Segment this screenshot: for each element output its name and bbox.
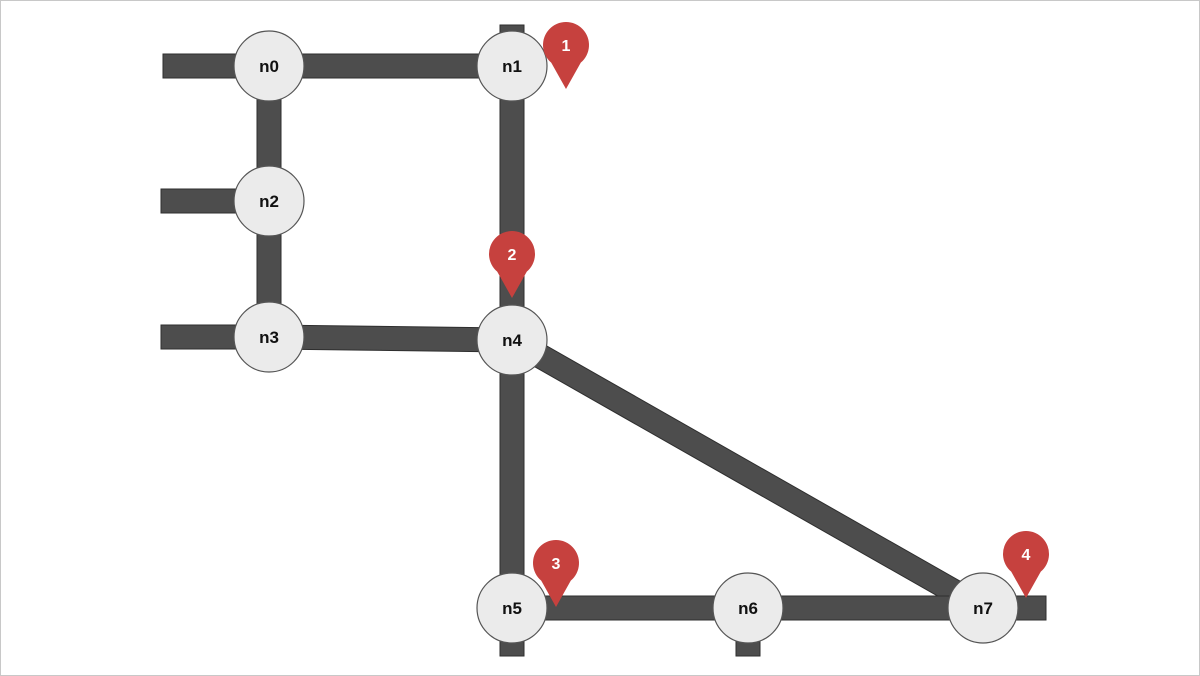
- map-pin-3-label: 3: [552, 556, 561, 573]
- node-n4-label: n4: [502, 331, 522, 350]
- node-n5-label: n5: [502, 599, 522, 618]
- node-n4-circle: [476, 304, 548, 376]
- node-n7[interactable]: n7: [947, 572, 1019, 644]
- node-n5-circle: [476, 572, 548, 644]
- map-pin-1-label: 1: [562, 38, 571, 55]
- node-n1-circle: [476, 30, 548, 102]
- map-pin-1-shape: [543, 22, 589, 90]
- map-pin-2-label: 2: [508, 247, 517, 264]
- node-n0-circle: [233, 30, 305, 102]
- node-n0[interactable]: n0: [233, 30, 305, 102]
- node-n2[interactable]: n2: [233, 165, 305, 237]
- node-n4[interactable]: n4: [476, 304, 548, 376]
- road-n3-n4: [268, 324, 513, 353]
- node-n7-label: n7: [973, 599, 993, 618]
- node-n3-label: n3: [259, 328, 279, 347]
- map-pin-1-icon[interactable]: 1: [543, 22, 589, 90]
- map-pin-2-shape: [489, 231, 536, 298]
- node-n1[interactable]: n1: [476, 30, 548, 102]
- node-n1-label: n1: [502, 57, 522, 76]
- node-n2-label: n2: [259, 192, 279, 211]
- node-n7-circle: [947, 572, 1019, 644]
- road-n4-n5: [499, 339, 525, 609]
- map-pin-4-label: 4: [1022, 547, 1031, 564]
- road-n0-n1: [268, 53, 513, 79]
- markers-layer: 1 2 3 4: [489, 22, 1049, 607]
- nodes-layer: n0 n1 n2 n3 n4 n5 n6 n7: [233, 30, 1019, 644]
- node-n0-label: n0: [259, 57, 279, 76]
- node-n3-circle: [233, 301, 305, 373]
- map-pin-2-icon[interactable]: 2: [489, 231, 536, 298]
- map-pin-3-icon[interactable]: 3: [533, 540, 580, 607]
- road-n1-n4: [499, 65, 525, 341]
- map-pin-4-icon[interactable]: 4: [1002, 531, 1049, 598]
- map-pin-3-shape: [533, 540, 580, 607]
- map-pin-4-shape: [1002, 531, 1049, 598]
- node-n5[interactable]: n5: [476, 572, 548, 644]
- road-n6-n7: [747, 595, 984, 621]
- node-n6[interactable]: n6: [712, 572, 784, 644]
- node-n2-circle: [233, 165, 305, 237]
- node-n6-label: n6: [738, 599, 758, 618]
- node-n6-circle: [712, 572, 784, 644]
- road-n5-n6: [511, 595, 749, 621]
- node-n3[interactable]: n3: [233, 301, 305, 373]
